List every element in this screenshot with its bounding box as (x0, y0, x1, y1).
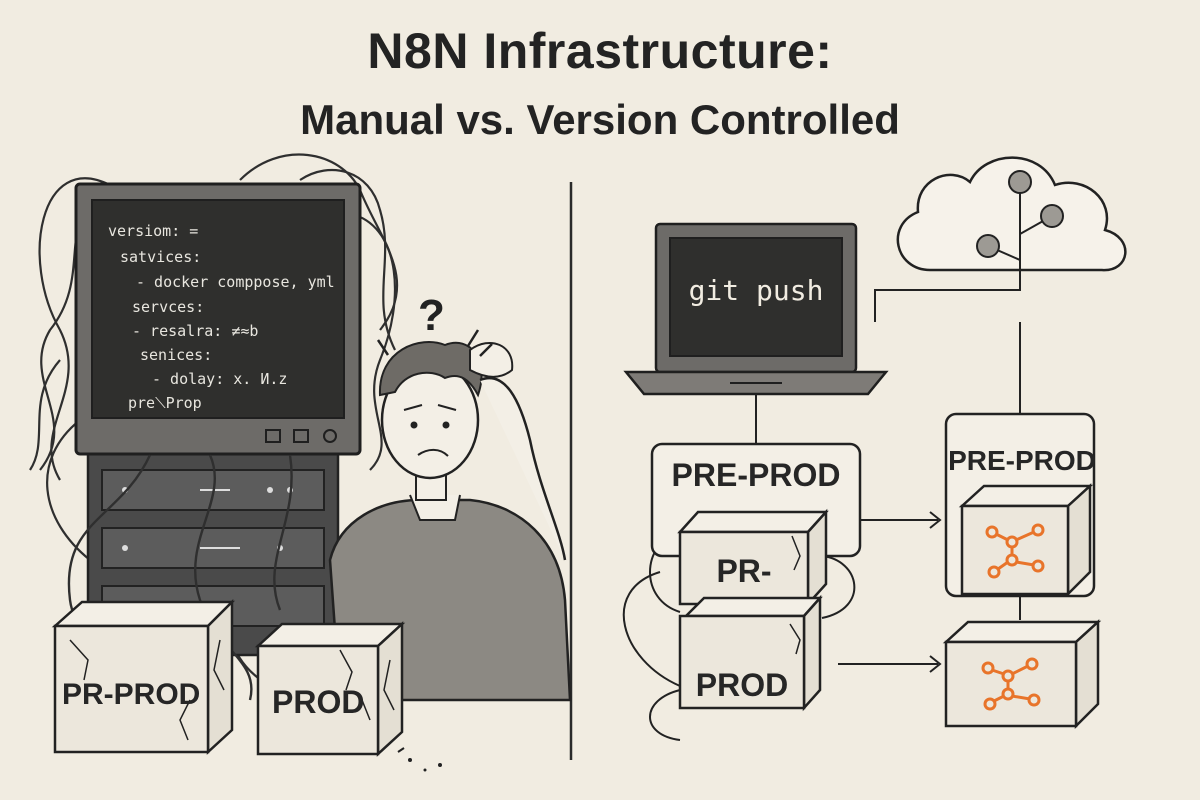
box-pr-prod-label: PR-PROD (62, 678, 200, 711)
connectors (622, 322, 1021, 741)
n8n-icon (981, 657, 1041, 711)
box-prod (254, 621, 406, 757)
monitor (74, 182, 362, 456)
code-line: senices: (140, 346, 212, 364)
code-line: - resalra: ≠≈b (132, 322, 258, 340)
laptop (623, 222, 889, 396)
code-line: versiom: = (108, 222, 198, 240)
right-pre-prod-group (942, 412, 1102, 730)
left-box-bottom-label: PROD (696, 667, 788, 703)
code-line: - dolay: x. И.z (152, 370, 287, 388)
n8n-icon (985, 523, 1045, 579)
left-group-label: PRE-PROD (672, 457, 841, 493)
box-pr-prod (51, 598, 236, 755)
page-subtitle: Manual vs. Version Controlled (300, 96, 900, 143)
laptop-command: git push (689, 274, 824, 307)
debris (397, 747, 442, 772)
cloud-git-icon (874, 156, 1127, 322)
version-controlled-side: git push (622, 156, 1127, 741)
code-line: servces: (132, 298, 204, 316)
left-box-top-label: PR- (716, 553, 771, 589)
right-group-label: PRE-PROD (948, 445, 1096, 476)
left-pre-prod-group (650, 442, 862, 712)
box-prod-label: PROD (272, 684, 364, 720)
monitor-code: versiom: = satvices: - docker comppose, … (108, 222, 335, 412)
manual-side: versiom: = satvices: - docker comppose, … (29, 153, 572, 772)
code-line: satvices: (120, 248, 201, 266)
code-line: pre⟍Prop (128, 394, 202, 412)
code-line: - docker comppose, yml (136, 273, 335, 291)
question-mark: ? (418, 291, 445, 340)
confused-person (328, 329, 572, 702)
page-title: N8N Infrastructure: (367, 23, 833, 79)
